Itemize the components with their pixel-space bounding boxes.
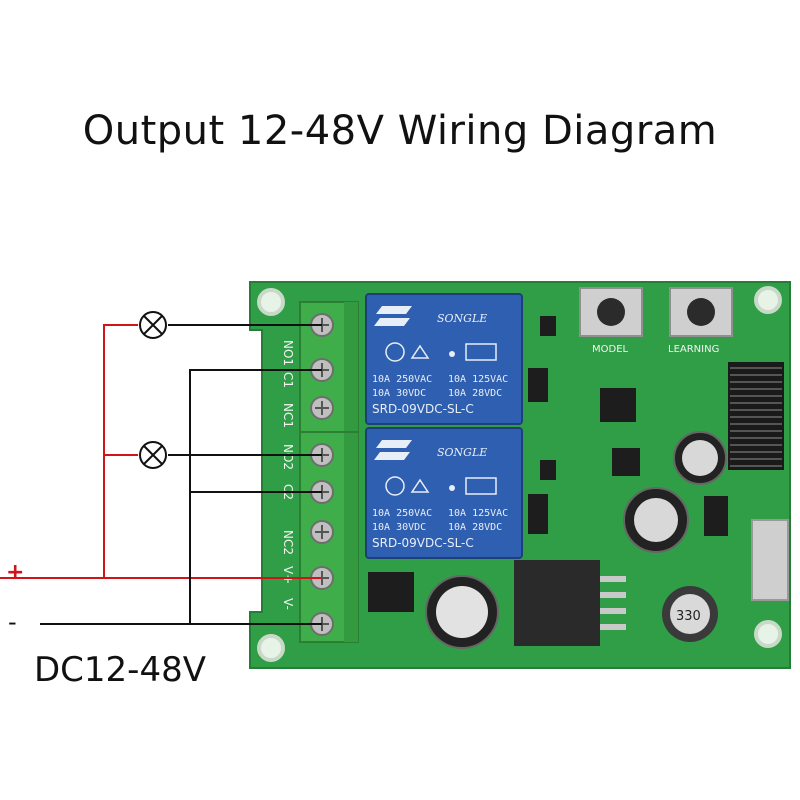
relay-1: SONGLE 10A 250VAC 10A 125VAC 10A 30VDC 1… xyxy=(365,293,523,425)
lamp-1 xyxy=(139,311,167,339)
learning-button-label: LEARNING xyxy=(668,344,719,355)
mount-hole-top-right xyxy=(754,286,782,314)
terminal-label-no2: NO2 xyxy=(281,444,295,470)
mount-hole-bottom-left xyxy=(257,634,285,662)
relay-1-rating-r2: 10A 28VDC xyxy=(448,388,502,399)
common-1-wire xyxy=(189,369,322,624)
inductor: 330 xyxy=(662,586,718,642)
capacitor-3 xyxy=(425,575,499,649)
terminal-screw-nc2 xyxy=(310,520,334,544)
terminal-label-c1: C1 xyxy=(281,372,295,388)
page-title: Output 12-48V Wiring Diagram xyxy=(82,108,718,154)
lamp-2 xyxy=(139,441,167,469)
positive-terminal-label: + xyxy=(6,560,25,585)
model-button-label: MODEL xyxy=(592,344,629,355)
crystal-module xyxy=(751,519,789,601)
terminal-label-vminus: V- xyxy=(281,598,295,610)
terminal-label-nc1: NC1 xyxy=(281,403,295,428)
capacitor-1 xyxy=(673,431,727,485)
relay-2-rating-r1: 10A 125VAC xyxy=(448,508,508,519)
relay-1-rating-r1: 10A 125VAC xyxy=(448,374,508,385)
mount-hole-top-left xyxy=(257,288,285,316)
relay-2: SONGLE 10A 250VAC 10A 125VAC 10A 30VDC 1… xyxy=(365,427,523,559)
terminal-label-vplus: V+ xyxy=(281,566,295,584)
relay-2-model: SRD-09VDC-SL-C xyxy=(372,536,474,550)
relay-2-brand: SONGLE xyxy=(437,446,487,459)
relay-2-rating-l1: 10A 250VAC xyxy=(372,508,432,519)
relay-1-brand: SONGLE xyxy=(437,312,487,325)
antenna-coil xyxy=(728,362,784,470)
mount-hole-bottom-right xyxy=(754,620,782,648)
regulator-chip xyxy=(514,560,626,646)
learning-button[interactable] xyxy=(669,287,733,337)
capacitor-2 xyxy=(623,487,689,553)
terminal-label-nc2: NC2 xyxy=(281,530,295,555)
negative-terminal-label: - xyxy=(8,608,17,636)
wiring xyxy=(0,324,322,625)
relay-1-rating-l2: 10A 30VDC xyxy=(372,388,426,399)
inductor-marking: 330 xyxy=(676,609,701,624)
terminal-screw-nc1 xyxy=(310,396,334,420)
positive-lamp-1-wire xyxy=(103,324,138,578)
terminal-block xyxy=(299,301,359,643)
relay-2-rating-r2: 10A 28VDC xyxy=(448,522,502,533)
relay-1-rating-l1: 10A 250VAC xyxy=(372,374,432,385)
terminal-label-no1: NO1 xyxy=(281,340,295,366)
relay-1-model: SRD-09VDC-SL-C xyxy=(372,402,474,416)
supply-voltage-label: DC12-48V xyxy=(34,650,206,690)
model-button[interactable] xyxy=(579,287,643,337)
relay-2-rating-l2: 10A 30VDC xyxy=(372,522,426,533)
smd-components xyxy=(368,316,728,612)
